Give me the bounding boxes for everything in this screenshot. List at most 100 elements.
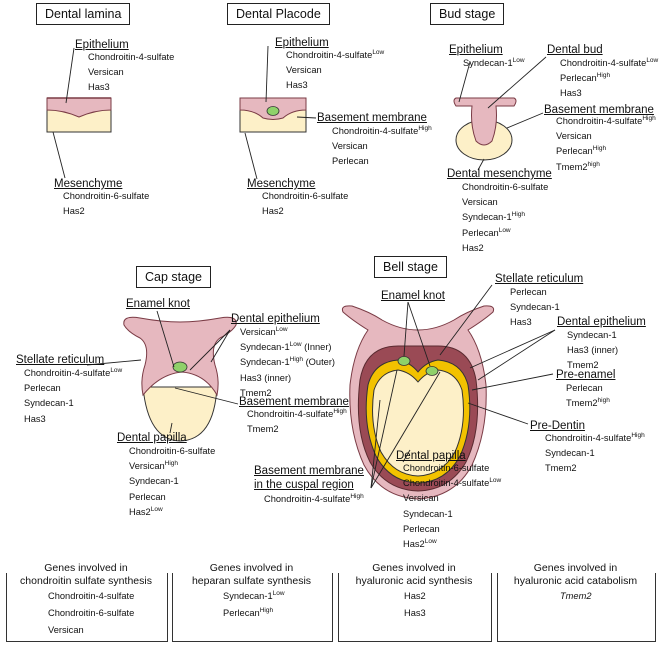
bud-epithelium-label: Epithelium xyxy=(449,44,503,56)
gene-item: Chondroitin-6-sulfate xyxy=(63,191,150,201)
expression-level: Low xyxy=(512,57,525,64)
leader-lines xyxy=(52,45,556,489)
bell-dental-papilla-label: Dental papilla xyxy=(396,450,466,462)
gene-item: Chondroitin-4-sulfate xyxy=(48,591,135,601)
gene-item: Has2Low xyxy=(403,537,437,549)
gene-group-box-ha-catabolism xyxy=(497,573,656,642)
gene-item: Tmem2 xyxy=(545,463,577,474)
gene-item: Has2 xyxy=(462,242,484,253)
gene-item: PerlecanHigh xyxy=(556,145,607,157)
cap-basement-membrane-label: Basement membrane xyxy=(239,396,349,408)
gene-item: Syndecan-1Low (Inner) xyxy=(240,341,332,353)
gene-item: Versican xyxy=(286,65,322,76)
gene-item: Has2 xyxy=(63,206,85,217)
expression-level: High xyxy=(259,607,274,614)
bud-stage-illustration xyxy=(453,97,517,161)
gene-item: Syndecan-1 xyxy=(545,448,595,459)
gene-item: Tmem2high xyxy=(556,160,600,172)
gene-item: Chondroitin-6-sulfate xyxy=(129,446,216,456)
expression-level: Low xyxy=(424,537,437,545)
cap-enamel-knot-label: Enamel knot xyxy=(126,298,190,310)
gene-item: VersicanLow xyxy=(240,326,288,337)
gene-item: Has3 (inner) xyxy=(240,372,292,383)
gene-item: Chondroitin-4-sulfateHigh xyxy=(332,125,432,136)
expression-level: Low xyxy=(150,505,163,513)
gene-item: Chondroitin-6-sulfate xyxy=(462,182,549,192)
bud-dental-mesenchyme-label: Dental mesenchyme xyxy=(447,168,552,180)
expression-level: high xyxy=(597,397,610,405)
gene-item: Chondroitin-4-sulfateHigh xyxy=(556,115,656,126)
gene-item: Chondroitin-4-sulfateLow xyxy=(403,477,502,489)
gene-item: Syndecan-1Low xyxy=(463,57,525,68)
gene-item: Has3 xyxy=(560,88,582,99)
expression-level: High xyxy=(164,460,179,468)
expression-level: High xyxy=(511,211,525,219)
expression-level: Low xyxy=(275,326,288,333)
bell-basement-membrane-cuspal-list: Chondroitin-4-sulfateHigh xyxy=(264,492,364,507)
gene-group-box-chondroitin xyxy=(6,573,168,642)
bell-pre-enamel-label: Pre-enamel xyxy=(556,369,616,381)
gene-item: Perlecan xyxy=(510,287,547,297)
gene-item: Syndecan-1High (Outer) xyxy=(240,356,336,368)
gene-item: Chondroitin-6-sulfate xyxy=(48,608,135,618)
bud-basement-membrane-label: Basement membrane xyxy=(544,104,654,116)
cap-stage-illustration xyxy=(123,316,237,442)
gene-item: Perlecan xyxy=(566,383,603,393)
expression-level: High xyxy=(631,432,645,439)
gene-item: Perlecan xyxy=(332,156,369,167)
gene-item: Syndecan-1 xyxy=(24,398,74,409)
dental-lamina-title: Dental lamina xyxy=(36,3,131,25)
dental-lamina-illustration xyxy=(46,97,112,133)
bell-enamel-knot-label: Enamel knot xyxy=(381,290,445,302)
expression-level: High xyxy=(333,408,347,415)
bell-stage-title: Bell stage xyxy=(374,256,447,278)
gene-item: PerlecanHigh xyxy=(560,72,611,84)
gene-item: Versican xyxy=(556,131,592,142)
gene-item: Chondroitin-4-sulfateLow xyxy=(560,57,659,68)
gene-item: Versican xyxy=(462,197,498,208)
gene-item: Has3 (inner) xyxy=(567,345,619,356)
dental-placode-title: Dental Placode xyxy=(227,3,330,25)
gene-item: Has3 xyxy=(24,413,46,424)
expression-level: Low xyxy=(498,226,511,234)
expression-level: Low xyxy=(110,367,123,374)
expression-level: High xyxy=(596,72,611,80)
gene-item: Syndecan-1Low xyxy=(223,590,285,601)
gene-item: Syndecan-1 xyxy=(567,330,617,340)
gene-item: Syndecan-1 xyxy=(403,508,453,519)
gene-group-box-ha-synthesis xyxy=(338,573,492,642)
gene-item: Syndecan-1High xyxy=(462,211,525,223)
dental-placode-illustration xyxy=(239,97,307,133)
gene-item: Versican xyxy=(48,625,84,635)
gene-item: Has3 xyxy=(286,80,308,91)
expression-level: Low xyxy=(272,590,285,597)
gene-group-box-heparan xyxy=(172,573,333,642)
gene-item: Has2 xyxy=(262,206,284,217)
gene-item: Perlecan xyxy=(24,383,61,394)
gene-item: Has3 xyxy=(510,317,532,328)
gene-item: Tmem2 xyxy=(240,387,272,398)
dental-placode-mesenchyme-label: Mesenchyme xyxy=(247,178,316,190)
expression-level: Low xyxy=(372,49,385,56)
gene-item: Has2Low xyxy=(129,505,163,517)
gene-item: Tmem2high xyxy=(566,397,610,409)
gene-item: Perlecan xyxy=(403,523,440,534)
dental-lamina-epithelium-label: Epithelium xyxy=(75,39,129,51)
cap-dental-papilla-label: Dental papilla xyxy=(117,432,187,444)
gene-item: VersicanHigh xyxy=(129,460,179,472)
